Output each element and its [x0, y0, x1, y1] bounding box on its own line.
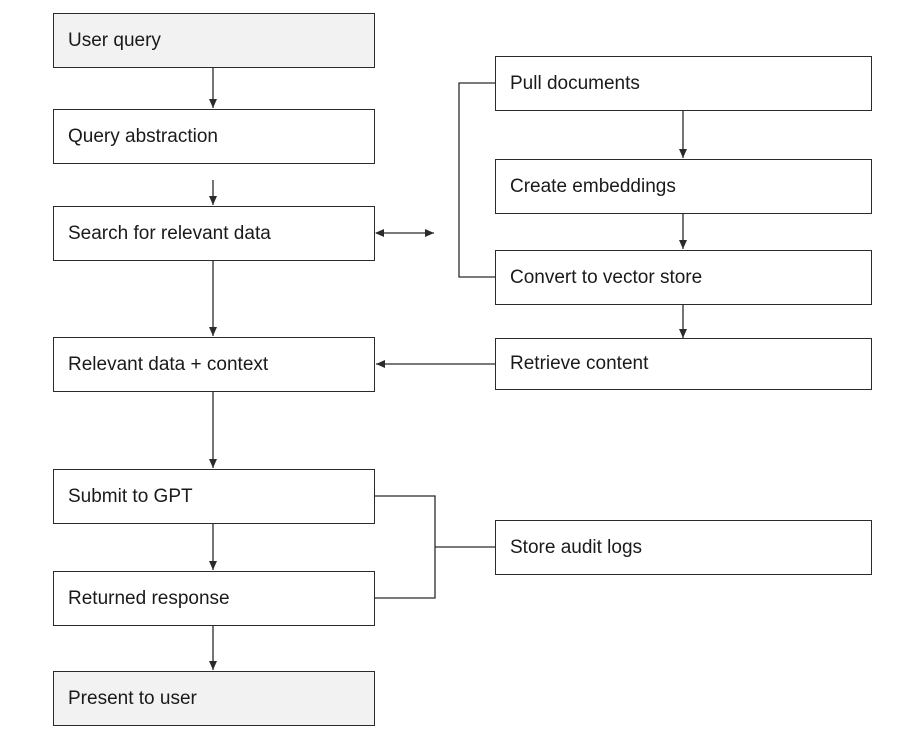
node-query-abstraction: Query abstraction	[53, 109, 375, 164]
node-label: Pull documents	[510, 72, 640, 94]
node-label: Retrieve content	[510, 353, 649, 374]
node-label: Query abstraction	[68, 125, 218, 147]
connector-pull-to-convert	[458, 82, 495, 278]
node-label: Submit to GPT	[68, 485, 193, 507]
node-convert-vector-store: Convert to vector store	[495, 250, 872, 305]
node-search-relevant-data: Search for relevant data	[53, 206, 375, 261]
node-label: Store audit logs	[510, 536, 643, 558]
node-returned-response: Returned response	[53, 571, 375, 626]
connector-submit-audit	[374, 495, 436, 599]
node-label: Relevant data + context	[68, 353, 269, 375]
node-label: Convert to vector store	[510, 266, 703, 288]
node-relevant-data-context: Relevant data + context	[53, 337, 375, 392]
node-label: User query	[68, 29, 161, 51]
node-label: Present to user	[68, 687, 197, 709]
node-label: Create embeddings	[510, 175, 676, 197]
node-user-query: User query	[53, 13, 375, 68]
node-submit-gpt: Submit to GPT	[53, 469, 375, 524]
node-pull-documents: Pull documents	[495, 56, 872, 111]
node-store-audit-logs: Store audit logs	[495, 520, 872, 575]
node-retrieve-content: Retrieve content	[495, 338, 872, 390]
node-present-user: Present to user	[53, 671, 375, 726]
node-label: Returned response	[68, 587, 230, 609]
node-create-embeddings: Create embeddings	[495, 159, 872, 214]
node-label: Search for relevant data	[68, 222, 271, 244]
